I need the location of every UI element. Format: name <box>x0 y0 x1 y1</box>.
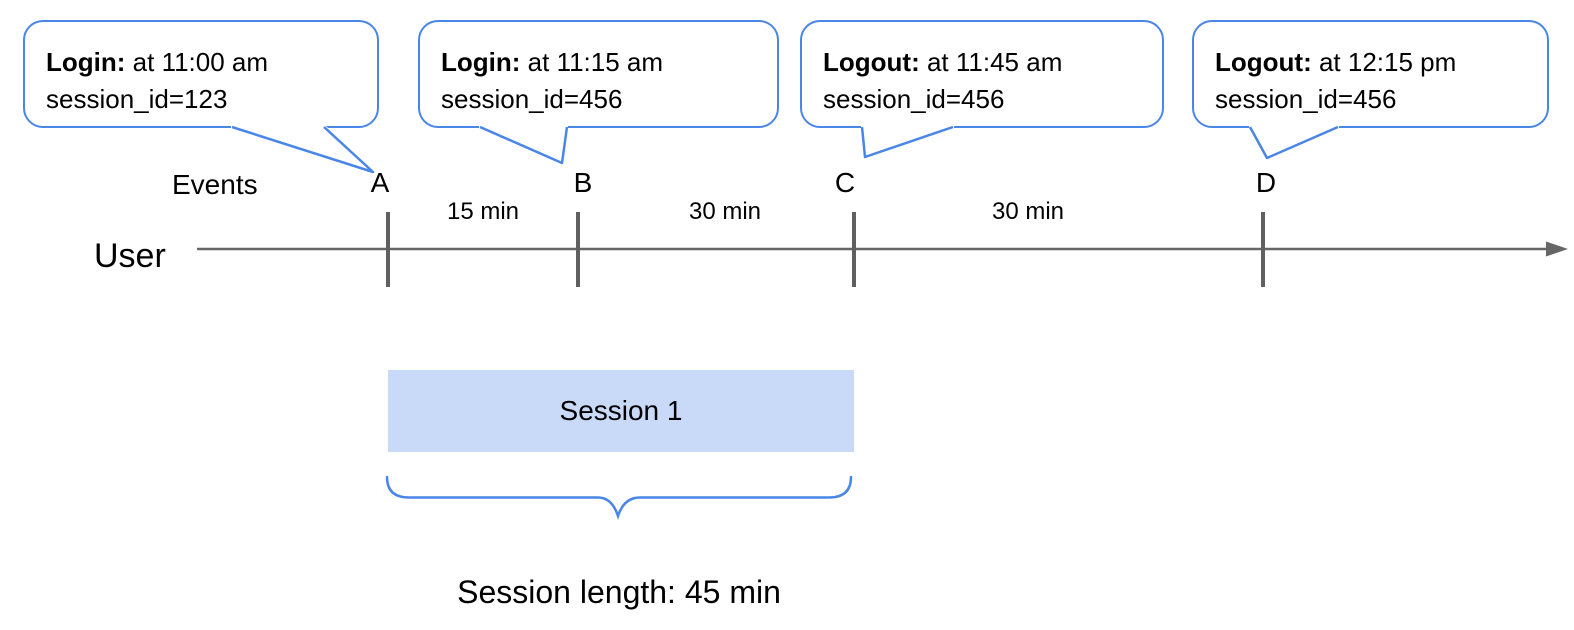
callout-time: at 11:00 am <box>132 47 269 77</box>
callout-login-b: Login: at 11:15 am session_id=456 <box>418 20 779 128</box>
event-marker-d: D <box>1255 167 1277 198</box>
callout-time: at 11:15 am <box>527 47 664 77</box>
interval-label-cd: 30 min <box>991 198 1065 225</box>
callout-logout-c: Logout: at 11:45 am session_id=456 <box>800 20 1164 128</box>
callout-tail-d-outline <box>1248 125 1339 160</box>
callout-tail-d <box>1250 124 1338 158</box>
callout-session-id: session_id=123 <box>46 84 228 114</box>
session-1-label: Session 1 <box>559 395 683 426</box>
session-length-label: Session length: 45 min <box>457 574 781 610</box>
callout-tail-c <box>862 124 953 157</box>
session-length-brace <box>385 475 853 521</box>
callout-logout-d: Logout: at 12:15 pm session_id=456 <box>1192 20 1549 128</box>
event-marker-c: C <box>834 167 856 198</box>
callout-event-label: Logout: <box>1215 47 1312 77</box>
event-marker-b: B <box>573 167 593 198</box>
callout-session-id: session_id=456 <box>823 84 1005 114</box>
callout-event-label: Logout: <box>823 47 920 77</box>
callout-session-id: session_id=456 <box>1215 84 1397 114</box>
events-row-label: Events <box>172 169 258 200</box>
callout-event-label: Login: <box>46 47 126 77</box>
interval-label-bc: 30 min <box>688 198 762 225</box>
callout-time: at 12:15 pm <box>1318 47 1457 77</box>
callout-tail-a <box>232 124 373 172</box>
interval-label-ab: 15 min <box>446 198 520 225</box>
timeline-arrowhead <box>1546 241 1568 257</box>
callout-tail-b <box>480 124 567 163</box>
callout-session-id: session_id=456 <box>441 84 623 114</box>
callout-tail-a-outline <box>231 125 375 174</box>
callout-tail-c-outline <box>860 125 954 159</box>
session-1-bar: Session 1 <box>388 370 854 452</box>
callout-login-a: Login: at 11:00 am session_id=123 <box>23 20 379 128</box>
callout-event-label: Login: <box>441 47 521 77</box>
timeline-axis-label: User <box>94 237 166 275</box>
callout-tail-b-outline <box>479 125 569 165</box>
callout-time: at 11:45 am <box>926 47 1063 77</box>
event-marker-a: A <box>370 167 390 198</box>
